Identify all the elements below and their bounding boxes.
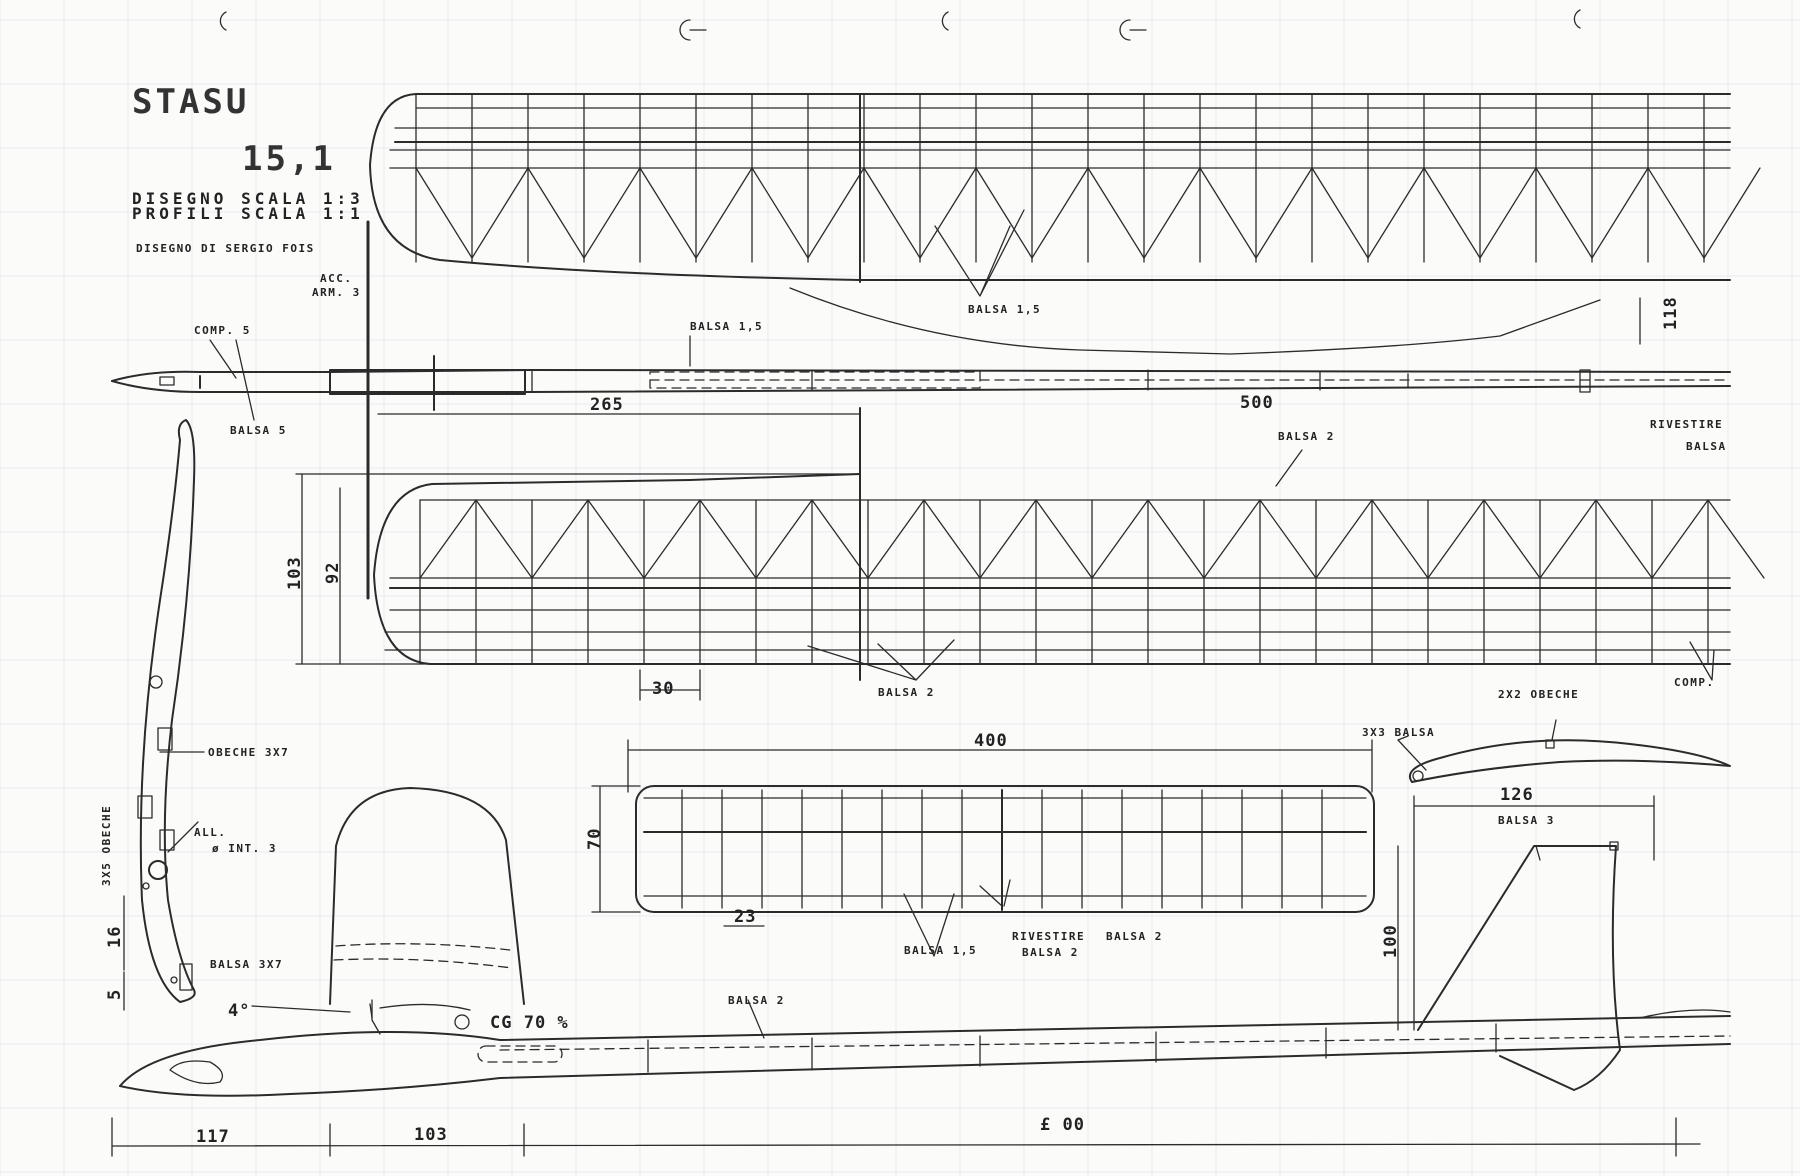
author-credit: DISEGNO DI SERGIO FOIS: [136, 242, 315, 255]
label-balsa15-wing: BALSA 1,5: [968, 303, 1041, 316]
wing-panel-lower: [373, 473, 1765, 665]
drawing-scale: DISEGNO SCALA 1:3: [132, 189, 364, 208]
dim-5: 5: [105, 989, 125, 1000]
label-angle: 4°: [228, 1001, 250, 1021]
dim-126: 126: [1500, 785, 1534, 805]
profile-scale: PROFILI SCALA 1:1: [132, 204, 364, 223]
label-comp-right: COMP.: [1674, 676, 1715, 689]
lower-wing-web: [419, 499, 1765, 579]
label-obeche-3x7: OBECHE 3X7: [208, 746, 289, 759]
dim-103-fuse: 103: [414, 1125, 448, 1145]
label-comp5: COMP. 5: [194, 324, 251, 337]
label-balsa15-stab: BALSA 1,5: [904, 944, 977, 957]
label-acc-arm-1: ACC.: [320, 272, 353, 285]
leader-lines: [159, 209, 1715, 1039]
dim-600: £ 00: [1040, 1115, 1085, 1135]
fuselage-side-view: [119, 999, 1731, 1097]
wing-dihedral-curve: [789, 287, 1601, 355]
label-balsa2-fuse: BALSA 2: [728, 994, 785, 1007]
label-all-int-1: ALL.: [194, 826, 227, 839]
wing-panel-upper: [369, 93, 1761, 283]
upper-wing-ribs: [415, 93, 1705, 263]
title-block: STASU 15,1 DISEGNO SCALA 1:3 PROFILI SCA…: [132, 82, 364, 255]
dim-70: 70: [585, 828, 605, 850]
label-acc-arm-2: ARM. 3: [312, 286, 361, 299]
label-balsa3-fin: BALSA 3: [1498, 814, 1555, 827]
label-balsa15-fuse: BALSA 1,5: [690, 320, 763, 333]
dim-bottom-line: [111, 1143, 1701, 1147]
label-rivestire-balsa: BALSA: [1686, 440, 1727, 453]
label-balsa5: BALSA 5: [230, 424, 287, 437]
upper-wing-web: [415, 167, 1761, 259]
label-all-int-2: ø INT. 3: [212, 842, 277, 855]
label-balsa2-top: BALSA 2: [1278, 430, 1335, 443]
label-rivestire-stab-balsa: BALSA 2: [1106, 930, 1163, 943]
fin-side-view: [1417, 841, 1621, 1091]
model-number: 15,1: [242, 139, 336, 179]
dim-16: 16: [105, 926, 125, 948]
label-obeche-2x2: 2X2 OBECHE: [1498, 688, 1579, 701]
dim-400: 400: [974, 731, 1008, 751]
label-balsa-3x3: 3X3 BALSA: [1362, 726, 1435, 739]
stabiliser-top-view: [635, 785, 1375, 913]
dim-500: 500: [1240, 393, 1274, 413]
lower-wing-ribs: [419, 499, 1709, 665]
dim-30: 30: [652, 679, 674, 699]
wing-airfoil-profile: [1409, 739, 1731, 783]
label-balsa-3x7: BALSA 3X7: [210, 958, 283, 971]
binder-holes: [219, 9, 1581, 41]
dim-117: 117: [196, 1127, 230, 1147]
dim-92: 92: [323, 562, 343, 584]
fuselage-top-view: [111, 220, 1731, 600]
label-stab-balsa2: BALSA 2: [1022, 946, 1079, 959]
model-title: STASU: [132, 82, 249, 122]
dim-103-wing: 103: [285, 556, 305, 590]
label-obeche-3x5: 3X5 OBECHE: [100, 805, 113, 886]
dim-118: 118: [1661, 296, 1681, 330]
label-balsa2-wing: BALSA 2: [878, 686, 935, 699]
wing-pylon: [329, 787, 525, 1019]
label-rivestire: RIVESTIRE: [1650, 418, 1723, 431]
label-rivestire-stab: RIVESTIRE: [1012, 930, 1085, 943]
dim-265: 265: [590, 395, 624, 415]
label-cg: CG 70 %: [490, 1013, 569, 1033]
wing-side-profile: [137, 419, 196, 1003]
dim-23: 23: [734, 907, 756, 927]
dim-100: 100: [1381, 924, 1401, 958]
